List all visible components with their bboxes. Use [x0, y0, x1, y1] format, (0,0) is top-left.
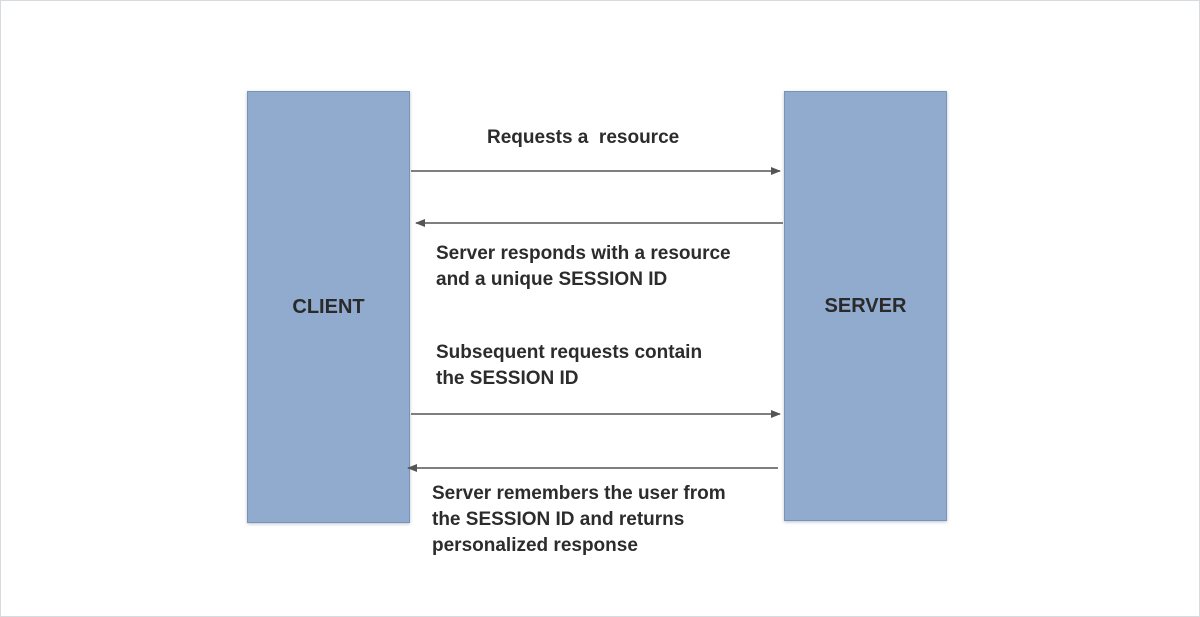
personalized-response-label: Server remembers the user from the SESSI… [432, 483, 726, 556]
request-label: Requests a resource [487, 127, 680, 148]
diagram-canvas [17, 17, 1185, 605]
client-label: CLIENT [292, 295, 365, 318]
server-box: SERVER [784, 91, 947, 521]
response-label: Server responds with a resource and a un… [436, 243, 731, 290]
subsequent-request-label: Subsequent requests contain the SESSION … [436, 342, 703, 389]
client-box: CLIENT [247, 91, 410, 523]
server-label: SERVER [824, 294, 907, 317]
